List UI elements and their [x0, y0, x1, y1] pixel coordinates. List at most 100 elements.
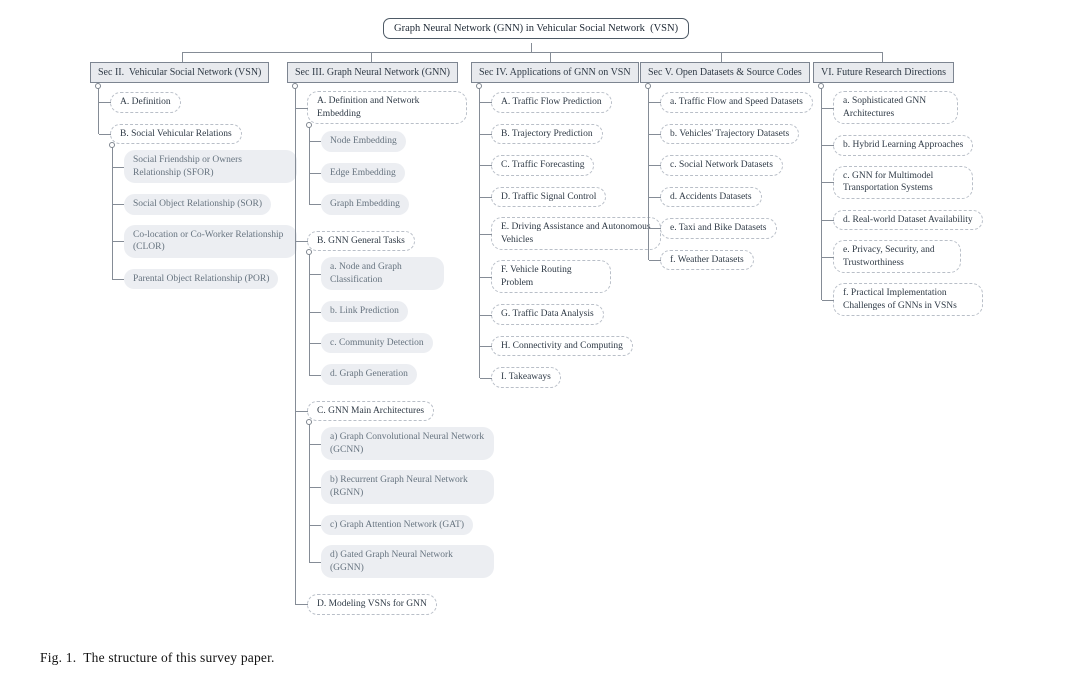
tree-branch: A. Traffic Flow Prediction B. Trajectory… [471, 83, 661, 393]
tree-item: c) Graph Attention Network (GAT) [308, 508, 494, 541]
tree-branch: a. Node and Graph Classification b. Link… [306, 249, 494, 390]
diagram-node: A. Definition and Network Embedding [296, 91, 467, 125]
diagram-node: H. Connectivity and Computing [480, 335, 633, 357]
tree-branch: Node Embedding Edge Embedding Graph Embe… [306, 122, 494, 220]
diagram-node: a. Sophisticated GNN Architectures [822, 91, 958, 125]
diagram-node: B. Social Vehicular Relations [99, 123, 242, 145]
connector-drop-3 [550, 52, 551, 62]
tree-item: Graph Embedding [309, 188, 494, 220]
connector-bus [182, 52, 883, 53]
tree-branch: a. Traffic Flow and Speed Datasets b. Ve… [640, 82, 813, 276]
diagram-node: a. Node and Graph Classification [309, 257, 444, 291]
tree-item: a. Traffic Flow and Speed Datasets [648, 86, 813, 118]
tree-item: d. Graph Generation [309, 358, 494, 390]
column-sec3-gnn: Sec III. Graph Neural Network (GNN) A. D… [287, 62, 494, 620]
tree-item: f. Practical Implementation Challenges o… [821, 278, 983, 321]
tree-item: c. GNN for Multimodel Transportation Sys… [821, 160, 983, 204]
diagram-node: E. Driving Assistance and Autonomous Veh… [480, 217, 661, 251]
tree-branch: Social Friendship or Owners Relationship… [109, 142, 297, 295]
tree-item: Social Friendship or Owners Relationship… [112, 145, 297, 189]
tree-item: H. Connectivity and Computing [479, 329, 661, 362]
diagram-node: c. GNN for Multimodel Transportation Sys… [822, 165, 973, 199]
column-header: Sec V. Open Datasets & Source Codes [640, 62, 810, 83]
diagram-node: Social Friendship or Owners Relationship… [112, 150, 297, 184]
tree-item: c. Community Detection [309, 326, 494, 359]
diagram-node: C. Traffic Forecasting [479, 155, 595, 176]
column-header: Sec III. Graph Neural Network (GNN) [287, 62, 458, 83]
tree-item: d. Accidents Datasets [648, 180, 813, 213]
tree-item: B. Trajectory Prediction [479, 117, 661, 150]
tree-item: Social Object Relationship (SOR) [111, 188, 297, 220]
column-header: VI. Future Research Directions [813, 62, 954, 83]
tree-item: b) Recurrent Graph Neural Network (RGNN) [309, 465, 494, 509]
diagram-node: Edge Embedding [309, 162, 405, 184]
column-sec4-applications: Sec IV. Applications of GNN on VSN A. Tr… [471, 62, 661, 393]
tree-item: Node Embedding [309, 125, 494, 157]
tree-item: C. Traffic Forecasting [479, 149, 661, 181]
tree-item: Parental Object Relationship (POR) [111, 262, 297, 295]
diagram-node: e. Taxi and Bike Datasets [649, 218, 777, 239]
diagram-node: A. Definition [99, 92, 181, 113]
diagram-node: d. Graph Generation [309, 364, 417, 385]
tree-item: b. Vehicles' Trajectory Datasets [648, 117, 813, 150]
tree-item: E. Driving Assistance and Autonomous Veh… [479, 212, 661, 256]
tree-item: e. Privacy, Security, and Trustworthines… [821, 235, 983, 279]
diagram-node: d) Gated Graph Neural Network (GGNN) [309, 545, 494, 579]
diagram-node: Node Embedding [309, 131, 406, 152]
tree-item: a. Sophisticated GNN Architectures [821, 86, 983, 130]
tree-item: a) Graph Convolutional Neural Network (G… [309, 422, 494, 466]
diagram-node: b. Vehicles' Trajectory Datasets [648, 123, 800, 145]
diagram-node: c. Social Network Datasets [649, 155, 783, 176]
tree-item: d) Gated Graph Neural Network (GGNN) [309, 540, 494, 583]
diagram-node: Co-location or Co-Worker Relationship (C… [112, 224, 297, 258]
diagram-node: b. Link Prediction [309, 301, 408, 322]
tree-item: C. GNN Main Architectures a) Graph Convo… [295, 394, 494, 589]
diagram-node: D. Modeling VSNs for GNN [296, 594, 437, 615]
column-header: Sec II. Vehicular Social Network (VSN) [90, 62, 270, 83]
connector-drop-4 [721, 52, 722, 62]
diagram-node: a. Traffic Flow and Speed Datasets [649, 92, 813, 113]
tree-item: b. Hybrid Learning Approaches [821, 129, 983, 161]
connector-drop-5 [882, 52, 883, 62]
tree-item: B. GNN General Tasks a. Node and Graph C… [295, 224, 494, 396]
tree-item: Co-location or Co-Worker Relationship (C… [112, 219, 297, 263]
tree-branch: a) Graph Convolutional Neural Network (G… [306, 419, 494, 583]
tree-item: D. Modeling VSNs for GNN [295, 588, 494, 620]
diagram-node: I. Takeaways [480, 367, 561, 388]
diagram-node: b. Hybrid Learning Approaches [821, 135, 974, 156]
column-header: Sec IV. Applications of GNN on VSN [471, 62, 639, 83]
tree-item: D. Traffic Signal Control [479, 180, 661, 213]
tree-item: f. Weather Datasets [648, 243, 813, 276]
diagram-node: d. Accidents Datasets [649, 186, 762, 208]
column-sec2-vsn: Sec II. Vehicular Social Network (VSN) A… [90, 62, 297, 299]
diagram-node: B. GNN General Tasks [296, 230, 415, 252]
diagram-node: a) Graph Convolutional Neural Network (G… [309, 427, 494, 461]
diagram-node: Social Object Relationship (SOR) [111, 194, 272, 215]
connector-root-drop [531, 43, 532, 52]
connector-drop-1 [182, 52, 183, 62]
tree-item: c. Social Network Datasets [648, 149, 813, 181]
diagram-node: f. Weather Datasets [649, 249, 754, 271]
tree-item: I. Takeaways [479, 361, 661, 393]
tree-item: B. Social Vehicular Relations Social Fri… [98, 117, 297, 300]
tree-item: G. Traffic Data Analysis [479, 298, 661, 330]
tree-branch: a. Sophisticated GNN Architectures b. Hy… [813, 82, 983, 321]
diagram-node: C. GNN Main Architectures [295, 400, 435, 422]
connector-drop-2 [371, 52, 372, 62]
diagram-node: c) Graph Attention Network (GAT) [308, 514, 474, 536]
figure-caption: Fig. 1. The structure of this survey pap… [40, 650, 275, 665]
diagram-node: F. Vehicle Routing Problem [480, 260, 611, 294]
tree-item: A. Definition and Network Embedding Node… [295, 86, 494, 225]
diagram-node: b) Recurrent Graph Neural Network (RGNN) [309, 470, 494, 504]
root-node: Graph Neural Network (GNN) in Vehicular … [383, 18, 690, 39]
tree-item: b. Link Prediction [309, 295, 494, 327]
diagram-node: e. Privacy, Security, and Trustworthines… [822, 240, 961, 274]
tree-item: a. Node and Graph Classification [309, 252, 494, 296]
diagram-node: B. Trajectory Prediction [480, 123, 603, 145]
diagram-node: Graph Embedding [309, 194, 409, 215]
tree-item: A. Definition [98, 86, 297, 118]
column-sec5-datasets: Sec V. Open Datasets & Source Codes a. T… [640, 62, 813, 275]
diagram-node: c. Community Detection [309, 332, 433, 354]
tree-item: A. Traffic Flow Prediction [479, 86, 661, 118]
